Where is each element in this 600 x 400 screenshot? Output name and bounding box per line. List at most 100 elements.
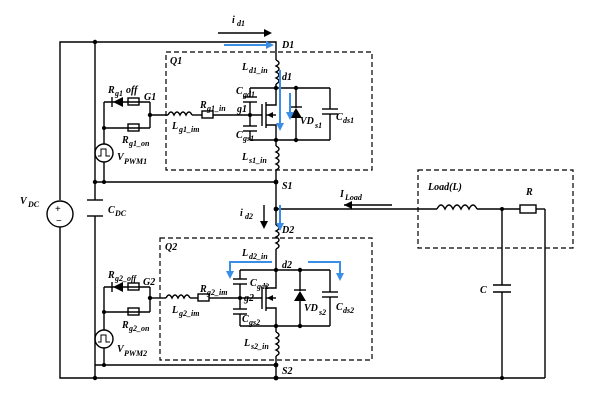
- svg-text:g2_im: g2_im: [178, 309, 199, 318]
- svg-text:ds2: ds2: [343, 306, 354, 315]
- svg-text:S2: S2: [282, 366, 293, 377]
- load-branch: I Load Load(L) R C: [273, 169, 574, 380]
- svg-text:VD: VD: [300, 116, 314, 127]
- svg-text:C: C: [336, 112, 343, 123]
- svg-text:i: i: [232, 15, 235, 26]
- svg-text:L: L: [241, 152, 248, 163]
- svg-text:d2: d2: [245, 212, 253, 221]
- gate-driver-2: R g2_off G2 R g2_on V PWM2 R g2_im L g2_…: [94, 270, 227, 367]
- svg-text:gd1: gd1: [242, 90, 255, 99]
- svg-text:off: off: [126, 85, 139, 96]
- svg-text:C: C: [336, 302, 343, 313]
- svg-text:gd2: gd2: [256, 282, 269, 291]
- ld2-inductor: L d2_in: [241, 224, 280, 270]
- svg-text:g1_in: g1_in: [206, 104, 226, 113]
- g2-label: g2: [243, 293, 254, 304]
- s1-node: S1: [273, 179, 293, 192]
- d2-node-label: d2: [282, 260, 292, 271]
- vdc-source: + − V DC: [20, 190, 74, 238]
- svg-text:R: R: [121, 135, 129, 146]
- svg-text:G1: G1: [144, 92, 156, 103]
- svg-text:V: V: [117, 344, 125, 355]
- svg-text:g1_on: g1_on: [128, 139, 150, 148]
- mosfet-q2: g2: [222, 270, 277, 326]
- svg-text:R: R: [121, 320, 129, 331]
- svg-text:V: V: [117, 152, 125, 163]
- svg-text:d1: d1: [237, 19, 245, 28]
- svg-text:L: L: [243, 338, 250, 349]
- q2-box: [159, 237, 373, 361]
- svg-text:C: C: [236, 130, 243, 141]
- cgd2-capacitor: C gd2: [233, 278, 269, 298]
- svg-text:g1: g1: [114, 89, 123, 98]
- svg-text:gs1: gs1: [242, 134, 254, 143]
- q1-label: Q1: [170, 56, 182, 67]
- svg-text:VD: VD: [304, 303, 318, 314]
- vdc-label: V: [20, 196, 28, 207]
- q1-box: [165, 51, 373, 171]
- svg-text:d2_in: d2_in: [249, 252, 268, 261]
- svg-text:C: C: [242, 314, 249, 325]
- gate-driver-1: R g1 off G1 R g1_on V PWM1 R g1_in L g1_…: [94, 85, 232, 184]
- svg-text:C: C: [480, 285, 487, 296]
- d1-upper-label: D1: [281, 40, 294, 51]
- svg-text:R: R: [107, 270, 115, 281]
- svg-text:gs2: gs2: [248, 318, 260, 327]
- svg-text:I: I: [339, 189, 345, 200]
- svg-text:+: +: [55, 204, 61, 215]
- cdc-capacitor: C DC: [87, 199, 127, 218]
- s2-node: S2: [92, 39, 293, 381]
- svg-text:Load: Load: [344, 193, 363, 202]
- svg-text:G2: G2: [143, 277, 155, 288]
- svg-text:s2: s2: [318, 308, 326, 317]
- ls2-inductor: L s2_in: [243, 326, 280, 378]
- ld1-inductor: L d1_in: [241, 59, 280, 88]
- svg-text:S1: S1: [282, 181, 293, 192]
- svg-text:L: L: [171, 121, 178, 132]
- svg-text:s2_in: s2_in: [250, 342, 269, 351]
- svg-text:−: −: [56, 216, 62, 227]
- svg-text:R: R: [199, 100, 207, 111]
- svg-text:R: R: [107, 85, 115, 96]
- vdc-sub: DC: [27, 200, 40, 209]
- svg-text:L: L: [241, 62, 248, 73]
- svg-text:C: C: [236, 86, 243, 97]
- svg-text:PWM2: PWM2: [124, 349, 147, 358]
- cgs1-capacitor: C gs1: [236, 115, 257, 143]
- q2-label: Q2: [165, 242, 177, 253]
- load-box: [417, 169, 574, 249]
- id1-arrow: i d1: [218, 15, 272, 37]
- svg-text:ds1: ds1: [343, 116, 354, 125]
- ls1-inductor: L s1_in: [241, 140, 280, 225]
- g1-label: g1: [236, 104, 247, 115]
- svg-text:PWM1: PWM1: [124, 157, 147, 166]
- svg-text:R: R: [199, 284, 207, 295]
- d2-upper-label: D2: [281, 225, 294, 236]
- svg-text:d1_in: d1_in: [249, 66, 268, 75]
- svg-text:C: C: [250, 278, 257, 289]
- svg-text:s1_in: s1_in: [248, 156, 267, 165]
- current-paths: [224, 41, 344, 281]
- vds2-diode: VD s2: [294, 270, 326, 326]
- svg-text:g2_off: g2_off: [114, 274, 138, 283]
- svg-text:L: L: [171, 305, 178, 316]
- id2-arrow: i d2: [240, 205, 268, 229]
- d1-node-label: d1: [282, 72, 292, 83]
- cdc-label: C: [108, 205, 115, 216]
- dc-bus-wiring: [59, 41, 545, 379]
- svg-text:g2_im: g2_im: [206, 288, 227, 297]
- svg-text:s1: s1: [314, 121, 322, 130]
- svg-text:g1_im: g1_im: [178, 125, 199, 134]
- svg-text:g2_on: g2_on: [128, 324, 150, 333]
- mosfet-q1: g1: [232, 88, 277, 140]
- svg-text:R: R: [525, 187, 533, 198]
- svg-text:Load(L): Load(L): [427, 182, 462, 193]
- svg-text:L: L: [241, 248, 248, 259]
- cgd1-capacitor: C gd1: [236, 86, 257, 115]
- cds2-capacitor: C ds2: [322, 270, 354, 326]
- cdc-sub: DC: [114, 209, 127, 218]
- vds1-diode: VD s1: [290, 88, 322, 140]
- svg-text:i: i: [240, 208, 243, 219]
